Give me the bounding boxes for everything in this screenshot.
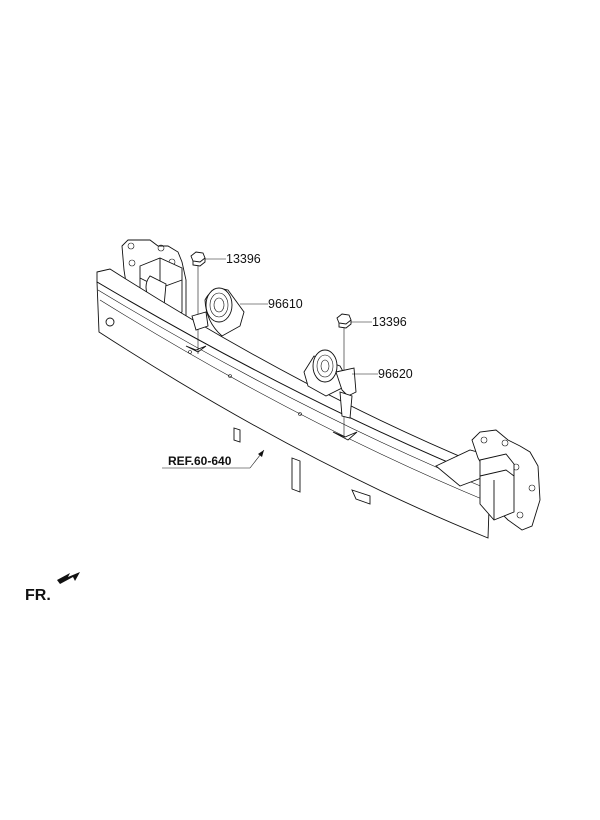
horn-high-pitch	[303, 349, 357, 419]
right-mounting-bracket	[435, 429, 541, 531]
reference-callout: REF.60-640	[162, 449, 265, 469]
reference-label: REF.60-640	[168, 454, 232, 468]
part-number-96610: 96610	[268, 297, 303, 311]
upper-flange-nut	[190, 251, 206, 354]
part-number-96620: 96620	[378, 367, 413, 381]
direction-label: FR.	[25, 587, 51, 604]
part-number-13396-upper: 13396	[226, 252, 261, 266]
front-arrow-icon	[57, 572, 80, 584]
callout-nut-lower: 13396	[351, 315, 407, 329]
callout-horn-low: 96610	[240, 297, 303, 311]
callout-horn-high: 96620	[352, 367, 413, 381]
horn-low-pitch	[191, 287, 245, 337]
part-number-13396-lower: 13396	[372, 315, 407, 329]
callout-nut-upper: 13396	[205, 252, 261, 266]
front-direction-indicator: FR.	[25, 572, 80, 604]
